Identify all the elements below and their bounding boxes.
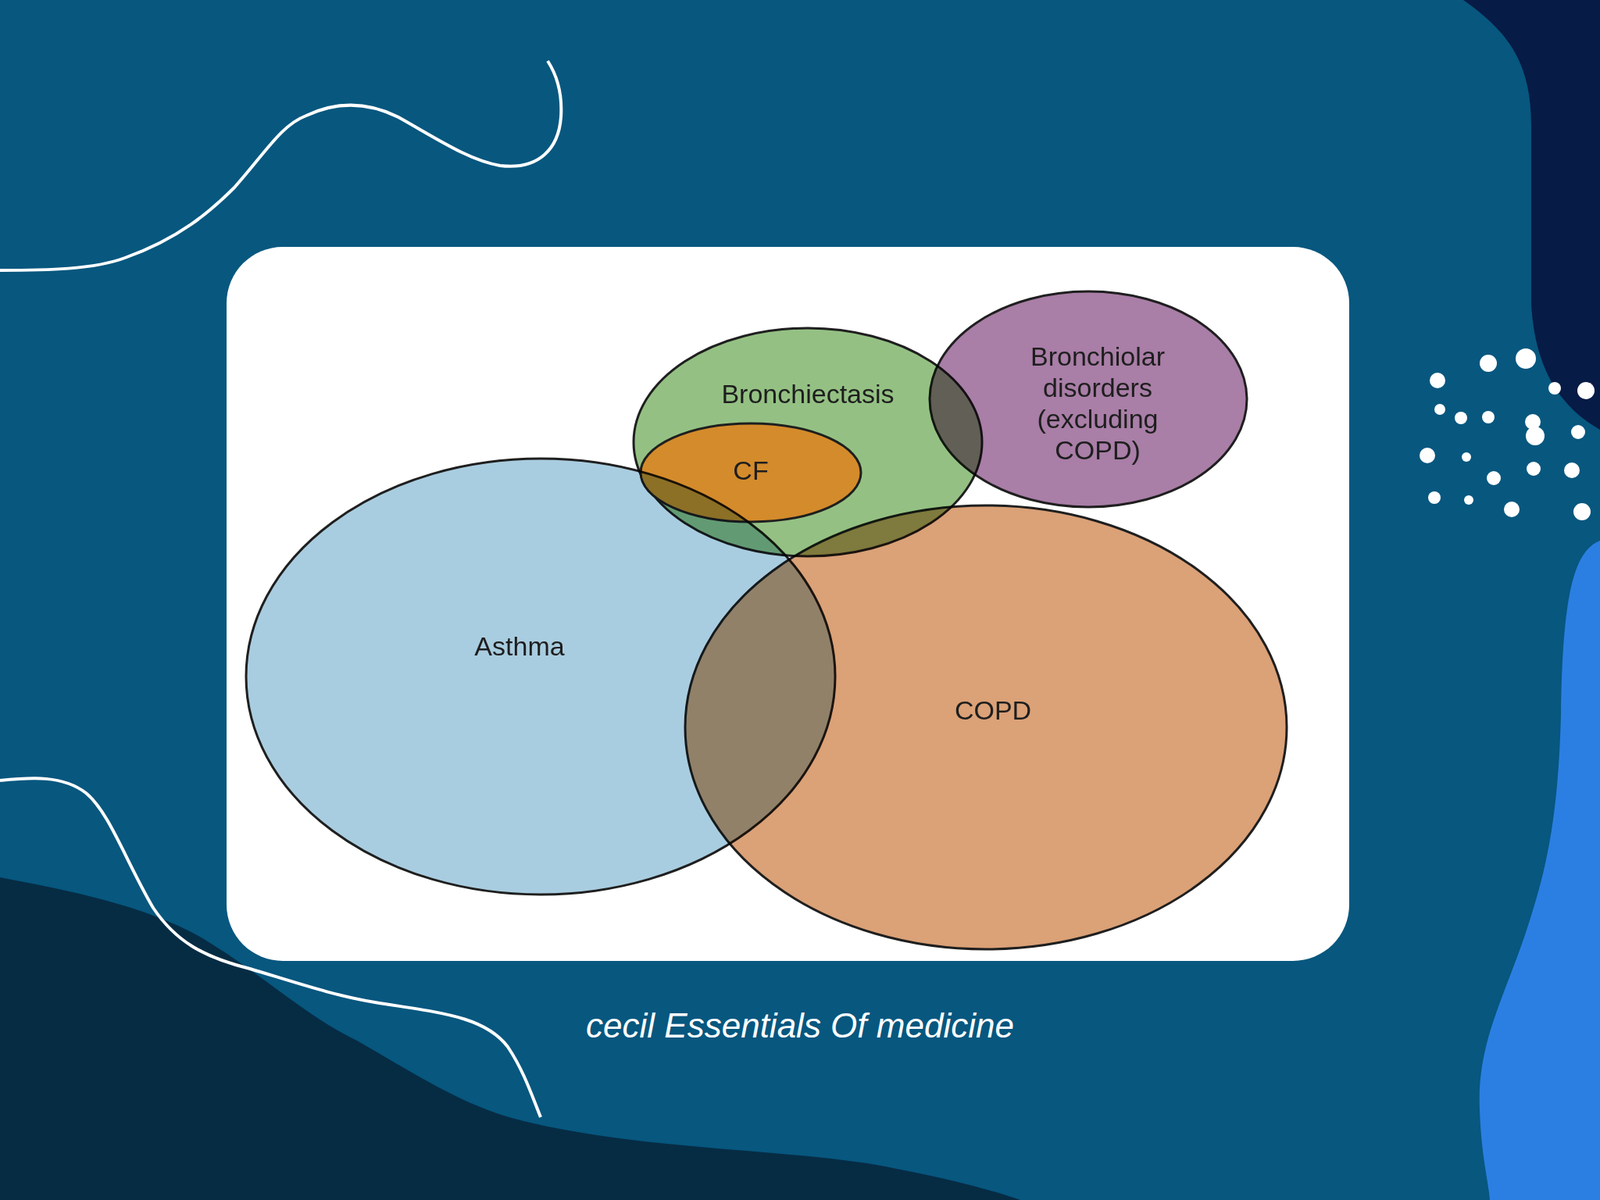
venn-ellipse: Bronchiolar disorders (excluding COPD) [928,289,1249,509]
node-label: Bronchiectasis [721,378,894,410]
node-label: CF [732,454,768,486]
ellipse-shape [685,505,1287,950]
node-label: Bronchiolar disorders (excluding COPD) [1007,340,1188,466]
ellipse-outline [683,503,1289,951]
white-curve [0,60,561,271]
diagram-card: CF Bronchiectasis Bronchiolar disorders (e… [226,246,1350,961]
ellipse-shape [929,291,1247,508]
blue-blob [1479,540,1600,1200]
white-dots [1419,348,1595,521]
slide-caption: cecil Essentials Of medicine [0,1006,1600,1046]
navy-blob [1463,0,1600,430]
venn-ellipse: COPD [683,503,1289,951]
node-label: Asthma [474,630,565,662]
node-label: COPD [954,694,1032,726]
